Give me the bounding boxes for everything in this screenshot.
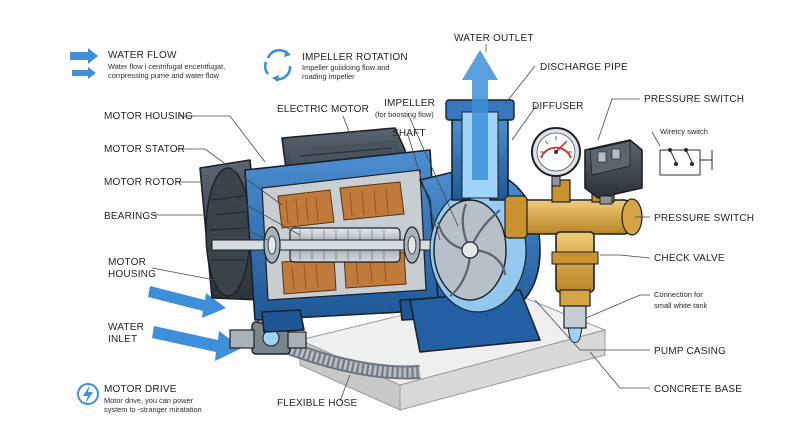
legend-water-flow: WATER FLOW Water flow i centrifugal ence… xyxy=(70,48,225,80)
legend-impeller-rotation-title: IMPELLER ROTATION xyxy=(302,52,408,63)
double-arrow-icon xyxy=(70,48,98,79)
label-motor-rotor: MOTOR ROTOR xyxy=(104,177,182,188)
legend-impeller-rotation-desc-1: Impeller guiidoing flow and xyxy=(302,63,390,72)
wiring-schematic xyxy=(659,147,713,176)
label-shaft: SHAFT xyxy=(392,128,426,139)
label-flexible-hose: FLEXIBLE HOSE xyxy=(277,398,358,409)
label-motor-housing-top: MOTOR HOUSING xyxy=(104,111,193,122)
legend-motor-drive-desc-1: Motor drive, you can power xyxy=(104,396,194,405)
electric-motor xyxy=(199,127,483,333)
label-motor-stator: MOTOR STATOR xyxy=(104,144,185,155)
check-valve xyxy=(551,231,599,307)
legend-water-flow-title: WATER FLOW xyxy=(108,50,177,61)
legend-water-flow-desc-2: corrpressing pume and water flow xyxy=(108,71,220,80)
label-wirety-switch: Wiretcy switch xyxy=(660,127,708,136)
label-pressure-switch-side: PRESSURE SWITCH xyxy=(654,213,754,224)
label-motor-housing-2-line1: MOTOR xyxy=(108,257,146,268)
label-discharge-pipe: DISCHARGE PIPE xyxy=(540,62,628,73)
label-pressure-switch-top: PRESSURE SWITCH xyxy=(644,94,744,105)
bearings xyxy=(263,226,421,264)
legend-impeller-rotation-desc-2: roading impeller xyxy=(302,72,355,81)
legend-motor-drive-title: MOTOR DRIVE xyxy=(104,384,177,395)
label-water-inlet-line1: WATER xyxy=(108,322,144,333)
impeller xyxy=(433,199,507,301)
pressure-gauge-icon xyxy=(531,127,581,187)
label-impeller: IMPELLER xyxy=(384,98,435,109)
label-water-outlet: WATER OUTLET xyxy=(454,33,534,44)
lightning-circle-icon xyxy=(77,383,99,405)
label-water-inlet-line2: INLET xyxy=(108,334,137,345)
water-inlet-arrows xyxy=(148,286,242,361)
legend-impeller-rotation: IMPELLER ROTATION Impeller guiidoing flo… xyxy=(263,48,408,82)
legend-motor-drive-desc-2: system to -stranger miratation xyxy=(104,405,202,414)
label-bearings: BEARINGS xyxy=(104,211,157,222)
water-outlet-arrow xyxy=(462,50,498,180)
label-motor-housing-2-line2: HOUSING xyxy=(108,269,156,280)
label-diffuser: DIFFUSER xyxy=(532,101,584,112)
label-connection-line2: small white tank xyxy=(654,301,708,310)
leader-lines xyxy=(151,44,661,402)
legend-motor-drive: MOTOR DRIVE Motor drive, you can power s… xyxy=(77,383,202,414)
tank-connection xyxy=(563,305,587,343)
label-pump-casing: PUMP CASING xyxy=(654,346,726,357)
discharge-pipe xyxy=(445,99,515,201)
pressure-switch xyxy=(584,139,643,205)
label-connection-line1: Connection for xyxy=(654,290,703,299)
rotation-arrows-icon xyxy=(263,48,292,82)
legend-water-flow-desc-1: Water flow i centrifugal encentfugat, xyxy=(108,62,225,71)
label-check-valve: CHECK VALVE xyxy=(654,253,725,264)
label-impeller-note: (for boosting flow) xyxy=(375,110,434,119)
label-electric-motor: ELECTRIC MOTOR xyxy=(277,104,369,115)
label-concrete-base: CONCRETE BASE xyxy=(654,384,742,395)
